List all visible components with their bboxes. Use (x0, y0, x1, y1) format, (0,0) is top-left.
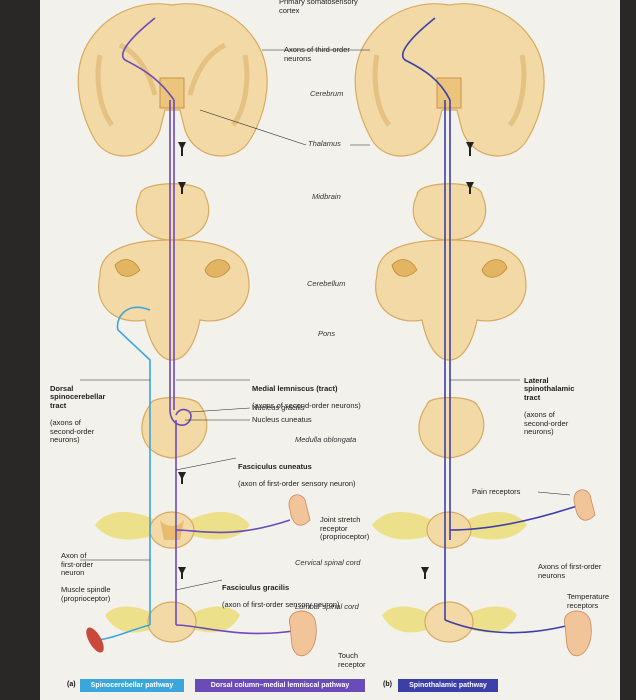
label-dorsal-spinocerebellar: Dorsal spinocerebellar tract (axons of s… (50, 376, 120, 445)
label-medial-lemniscus: Medial lemniscus (tract) (axons of secon… (252, 376, 361, 411)
label-axons-first-order-right: Axons of first-order neurons (538, 562, 602, 580)
label-joint-stretch: Joint stretch receptor (proprioceptor) (320, 515, 370, 542)
muscle-spindle-illustration (86, 627, 104, 653)
lumbar-cord-left (105, 601, 240, 643)
label-fasciculus-cuneatus: Fasciculus cuneatus (axon of first-order… (238, 454, 356, 489)
label-third-order-axons: Axons of third-order neurons (284, 45, 350, 63)
label-cervical: Cervical spinal cord (295, 558, 361, 567)
label-lumbar: Lumbar spinal cord (295, 602, 359, 611)
label-thalamus: Thalamus (308, 139, 341, 148)
label-nucleus-cuneatus: Nucleus cuneatus (252, 415, 312, 424)
label-pons: Pons (318, 329, 336, 338)
label-fasciculus-gracilis-bold: Fasciculus gracilis (222, 582, 290, 592)
label-medial-lemniscus-bold: Medial lemniscus (tract) (252, 383, 338, 393)
label-dorsal-spinocerebellar-detail: (axons of second-order neurons) (50, 418, 95, 445)
label-dorsal-spinocerebellar-bold: Dorsal spinocerebellar tract (50, 383, 106, 410)
label-fasciculus-gracilis: Fasciculus gracilis (axon of first-order… (222, 575, 340, 610)
legend-spinothalamic: Spinothalamic pathway (398, 679, 498, 692)
label-midbrain: Midbrain (312, 192, 341, 201)
foot-illustration-left (289, 610, 317, 657)
label-lateral-spinothalamic-detail: (axons of second-order neurons) (524, 410, 569, 437)
hand-illustration-right (573, 489, 596, 521)
cerebellum-section-right (375, 239, 527, 361)
label-medulla: Medulla oblongata (295, 435, 357, 444)
legend-key-a: (a) (67, 681, 76, 688)
label-axon-first-order: Axon of first-order neuron (61, 551, 94, 578)
label-cerebrum: Cerebrum (310, 89, 344, 98)
dorsal-column-pathway (122, 17, 301, 635)
label-fasciculus-gracilis-detail: (axon of first-order sensory neuron) (222, 599, 340, 609)
cerebrum-section-left (77, 3, 268, 157)
midbrain-section-left (135, 183, 210, 241)
legend-dorsal-column: Dorsal column–medial lemniscal pathway (195, 679, 365, 692)
label-temperature: Temperature receptors (567, 592, 610, 610)
direction-arrows (178, 142, 474, 579)
label-medial-lemniscus-detail: (axons of second-order neurons) (252, 400, 361, 410)
leader-lines (80, 49, 571, 591)
label-lateral-spinothalamic-bold: Lateral spinothalamic tract (524, 375, 575, 402)
label-primary-cortex: Primary somatosensory cortex (279, 0, 358, 15)
hand-illustration-left (288, 494, 311, 526)
cerebrum-section-right (354, 3, 545, 157)
label-muscle-spindle: Muscle spindle (proprioceptor) (61, 585, 111, 603)
legend-spinocerebellar: Spinocerebellar pathway (80, 679, 184, 692)
foot-illustration-right (564, 610, 592, 657)
label-fasciculus-cuneatus-detail: (axon of first-order sensory neuron) (238, 478, 356, 488)
medulla-section-right (418, 396, 485, 459)
cervical-cord-left (95, 511, 250, 549)
label-touch: Touch receptor (338, 651, 366, 669)
spinothalamic-pathway (402, 17, 581, 634)
label-nucleus-gracilis: Nucleus gracilis (252, 403, 305, 412)
label-lateral-spinothalamic: Lateral spinothalamic tract (axons of se… (524, 368, 594, 437)
label-fasciculus-cuneatus-bold: Fasciculus cuneatus (238, 461, 312, 471)
legend-key-b: (b) (383, 681, 392, 688)
label-cerebellum: Cerebellum (307, 279, 346, 288)
label-pain-receptors: Pain receptors (472, 487, 521, 496)
